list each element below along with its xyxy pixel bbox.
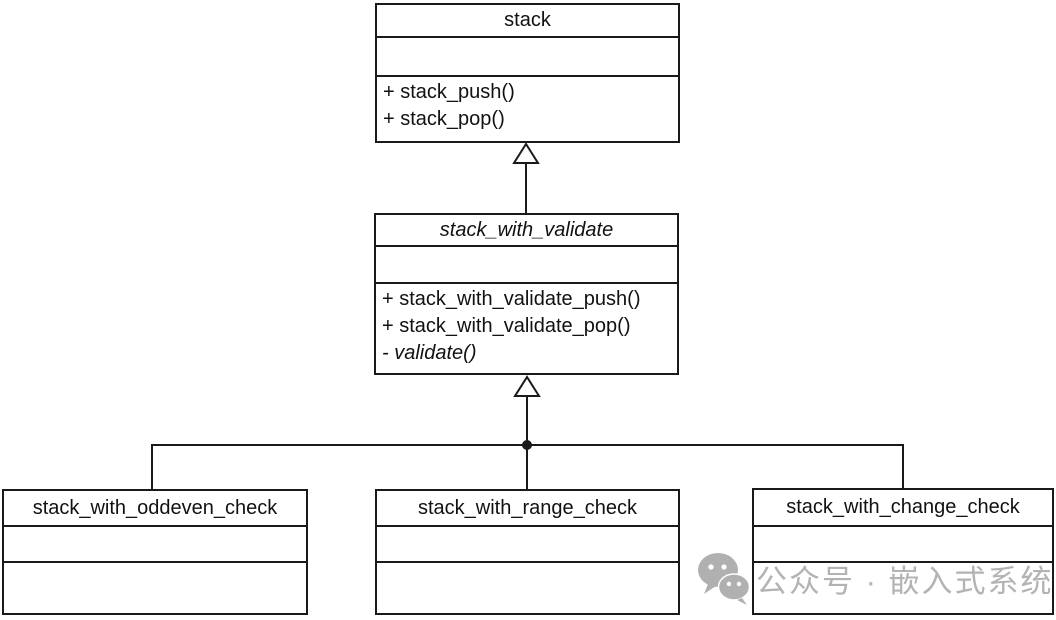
methods-compartment: + stack_push() + stack_pop() [377,77,678,141]
branch-junction-dot [522,440,532,450]
attributes-compartment [377,38,678,77]
class-name-stack-with-oddeven-check: stack_with_oddeven_check [4,491,306,527]
class-name-stack: stack [377,5,678,38]
class-stack: stack + stack_push() + stack_pop() [375,3,680,143]
method-stack-with-validate-push: + stack_with_validate_push() [382,288,641,310]
method-stack-push: + stack_push() [383,81,515,103]
methods-compartment: + stack_with_validate_push() + stack_wit… [376,284,677,373]
class-name-stack-with-validate: stack_with_validate [376,215,677,247]
attributes-compartment [377,527,678,563]
attributes-compartment [754,527,1052,563]
watermark-text: 公众号 · 嵌入式系统 [756,564,1054,599]
method-stack-with-validate-pop: + stack_with_validate_pop() [382,315,631,337]
class-stack-with-range-check: stack_with_range_check [375,489,680,615]
methods-compartment [4,563,306,613]
class-stack-with-change-check: stack_with_change_check [752,488,1054,615]
class-stack-with-validate: stack_with_validate + stack_with_validat… [374,213,679,375]
class-name-stack-with-range-check: stack_with_range_check [377,491,678,527]
attributes-compartment [4,527,306,563]
attributes-compartment [376,247,677,284]
generalization-arrowhead-validate [513,375,541,397]
class-stack-with-oddeven-check: stack_with_oddeven_check [2,489,308,615]
method-stack-pop: + stack_pop() [383,108,505,130]
wechat-icon [698,553,751,605]
methods-compartment [377,563,678,613]
generalization-arrowhead-stack [512,142,540,164]
method-validate: - validate() [382,342,477,364]
class-name-stack-with-change-check: stack_with_change_check [754,490,1052,527]
